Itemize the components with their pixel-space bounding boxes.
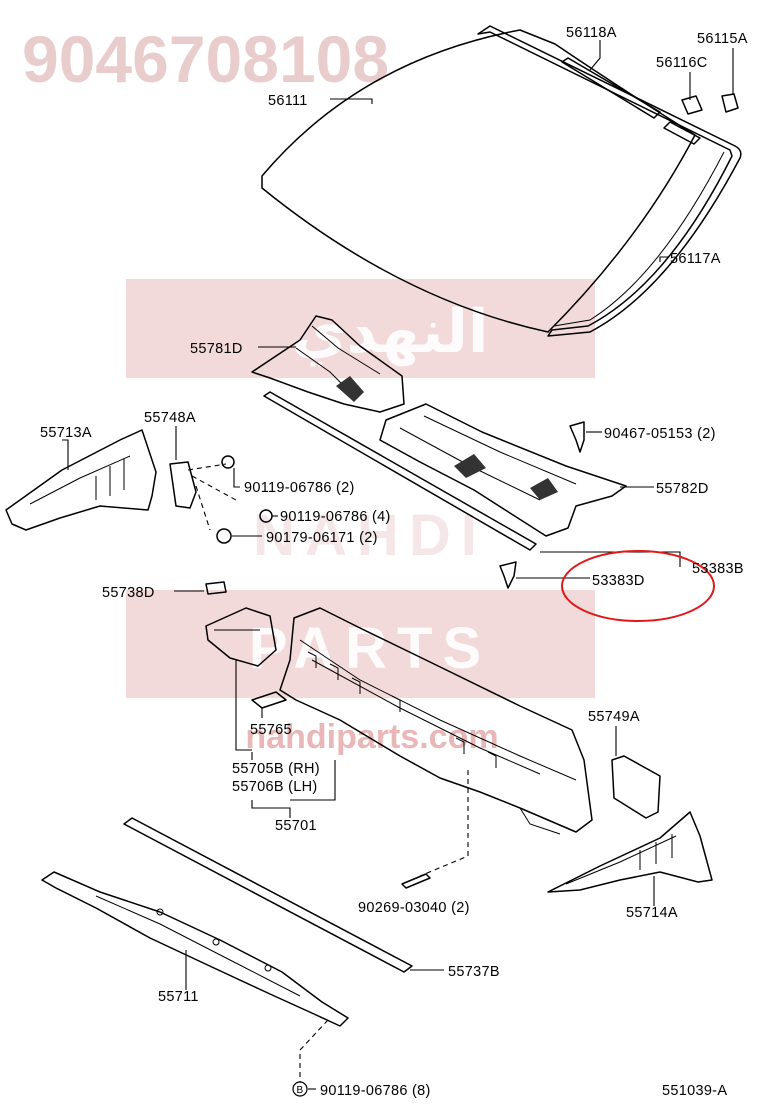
screw-90269 xyxy=(401,873,431,889)
label-56117A: 56117A xyxy=(670,251,721,267)
cowl-panel-group xyxy=(174,581,593,877)
label-53383B: 53383B xyxy=(692,561,744,577)
cowl-louver-right xyxy=(379,403,627,537)
side-panel-55713A xyxy=(5,429,157,531)
highlight-circle xyxy=(561,550,715,622)
watermark-arabic: النهدي xyxy=(292,298,489,367)
pad-55765 xyxy=(251,691,287,709)
outer-molding xyxy=(477,25,742,337)
watermark: النهدي NAHDI PARTS nahdiparts.com 904670… xyxy=(22,22,595,756)
watermark-line2: PARTS xyxy=(249,616,491,681)
cowl-ventilator-group xyxy=(251,315,715,622)
label-55701: 55701 xyxy=(275,818,317,834)
label-circle-b: B xyxy=(297,1085,304,1096)
cowl-louver-left xyxy=(251,315,405,413)
label-55738D: 55738D xyxy=(102,585,155,601)
clip-90467 xyxy=(569,421,585,453)
seal-strip xyxy=(263,391,537,551)
label-90269: 90269-03040 (2) xyxy=(358,900,470,916)
label-56118A: 56118A xyxy=(566,25,617,41)
label-55713A: 55713A xyxy=(40,425,92,441)
windshield-glass xyxy=(261,29,696,333)
label-55706B: 55706B (LH) xyxy=(232,779,318,795)
label-90119-a: 90119-06786 (2) xyxy=(244,480,355,496)
windshield-group xyxy=(261,25,742,337)
clip-56115A xyxy=(721,93,739,113)
side-panel-55714A xyxy=(547,811,713,893)
nut-90179 xyxy=(216,528,232,544)
label-55781D: 55781D xyxy=(190,341,243,357)
label-56116C: 56116C xyxy=(656,55,708,71)
label-53383D: 53383D xyxy=(592,573,645,589)
label-90119-c: 90119-06786 (8) xyxy=(320,1083,431,1099)
label-55705B: 55705B (RH) xyxy=(232,761,320,777)
member-55711 xyxy=(41,871,349,1027)
left-brackets-group xyxy=(5,426,278,544)
label-56111: 56111 xyxy=(268,93,308,109)
bracket-55748A xyxy=(169,461,197,509)
label-90119-b: 90119-06786 (4) xyxy=(280,509,391,525)
label-55714A: 55714A xyxy=(626,905,678,921)
small-block xyxy=(681,95,703,115)
bar-55737B xyxy=(123,817,413,973)
pad-55738D xyxy=(205,581,227,595)
side-strip xyxy=(663,121,701,145)
label-56115A: 56115A xyxy=(697,31,748,47)
bracket-55705B xyxy=(205,607,277,667)
bracket-55749A xyxy=(611,755,661,819)
label-55737B: 55737B xyxy=(448,964,500,980)
right-brackets-group xyxy=(401,726,713,906)
label-55748A: 55748A xyxy=(144,410,196,426)
label-90467: 90467-05153 (2) xyxy=(604,426,716,442)
labels: 56111 56118A 56115A 56116C 56117A 55781D… xyxy=(40,25,748,1099)
watermark-part-number: 9046708108 xyxy=(22,22,389,96)
label-55765: 55765 xyxy=(250,722,292,738)
clip-53383D xyxy=(499,561,517,589)
circle-b-marker xyxy=(292,1081,308,1097)
lower-members-group xyxy=(41,817,444,1097)
watermark-url: nahdiparts.com xyxy=(245,718,498,756)
cowl-panel-55701 xyxy=(279,607,593,833)
label-55711: 55711 xyxy=(158,989,199,1005)
watermark-line1: NAHDI xyxy=(253,503,487,568)
upper-strip xyxy=(561,57,661,119)
label-55749A: 55749A xyxy=(588,709,640,725)
label-90179: 90179-06171 (2) xyxy=(266,530,378,546)
label-55782D: 55782D xyxy=(656,481,709,497)
diagram-ref: 551039-A xyxy=(662,1083,727,1099)
bolt-90119-a xyxy=(221,455,235,469)
